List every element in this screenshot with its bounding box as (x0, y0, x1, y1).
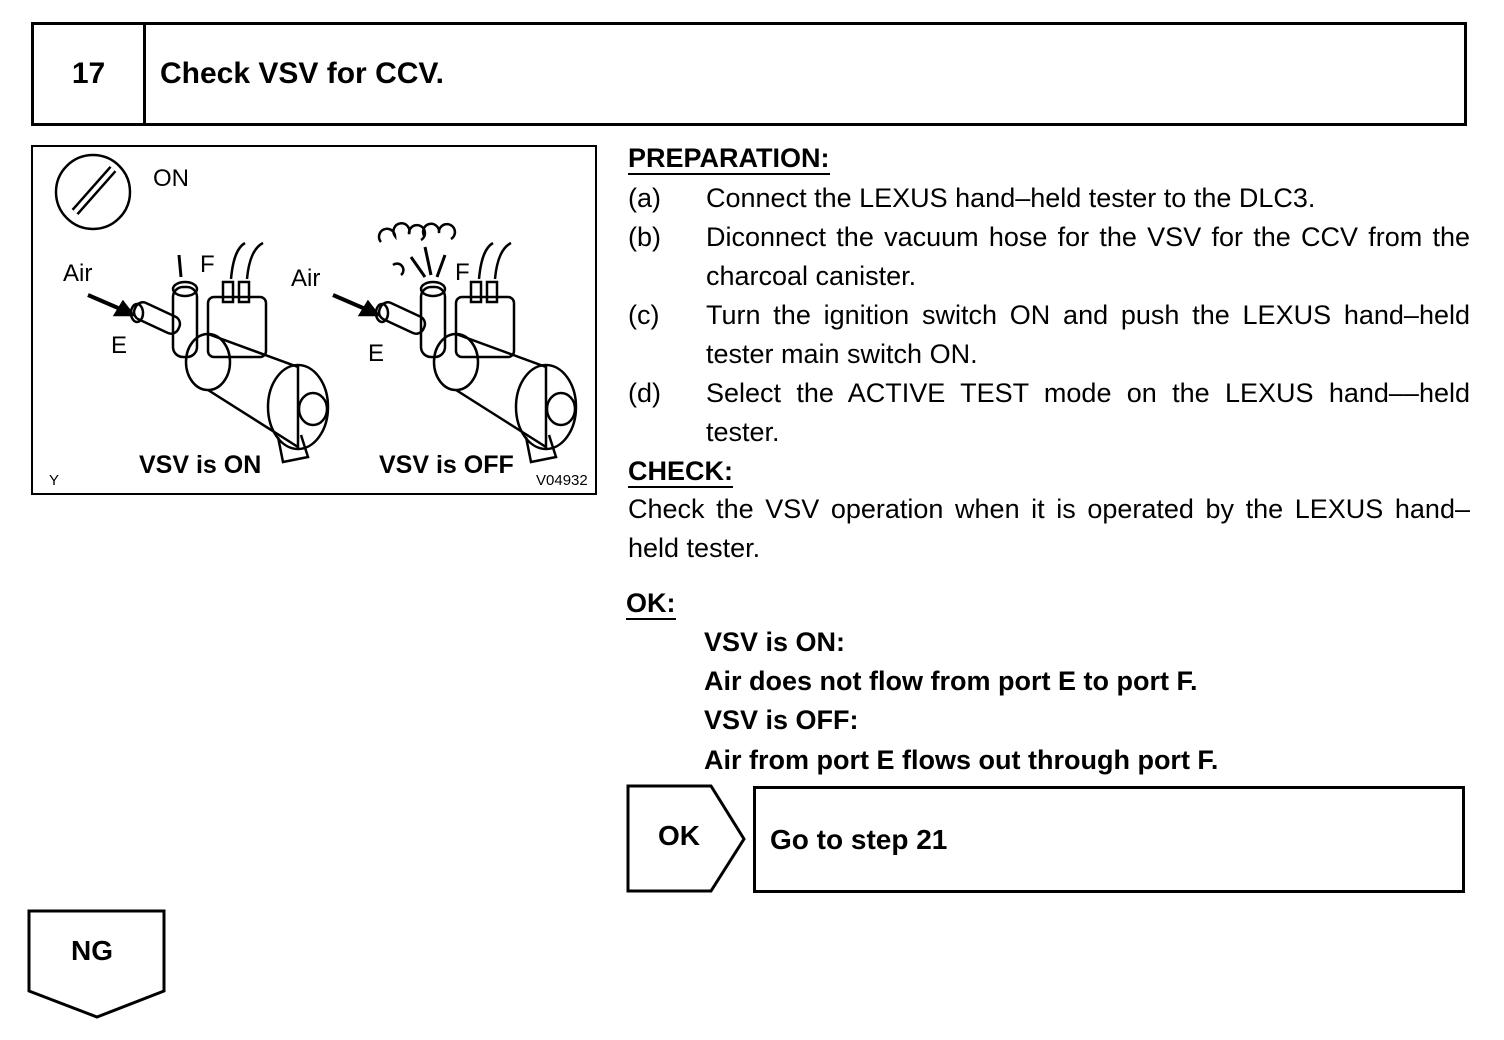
check-text: Check the VSV operation when it is opera… (628, 494, 1470, 563)
step-key: (c) (628, 300, 660, 330)
step-text: Turn the ignition switch ON and push the… (706, 300, 1470, 369)
check-heading: CHECK: (628, 456, 733, 488)
port-f-label-left: F (200, 251, 215, 278)
vsv-off-drawing (332, 222, 578, 464)
port-f-label-right: F (455, 259, 470, 286)
ignition-on-label: ON (153, 165, 189, 192)
ok-line: VSV is OFF: (704, 705, 859, 735)
step-key: (a) (628, 183, 661, 213)
vsv-off-caption: VSV is OFF (379, 451, 514, 479)
step-text: Connect the LEXUS hand–held tester to th… (706, 183, 1316, 213)
ng-branch-arrow: NG (27, 909, 167, 1021)
ok-line: Air does not flow from port E to port F. (704, 666, 1198, 696)
ok-branch-action: Go to step 21 (770, 823, 948, 855)
vsv-drawing (54, 153, 578, 464)
step-key: (b) (628, 222, 661, 252)
right-arrow-box-icon (626, 784, 746, 893)
ok-branch-action-box: Go to step 21 (753, 786, 1465, 893)
down-arrow-box-icon (27, 909, 166, 1019)
ok-branch-label: OK (658, 820, 700, 851)
preparation-heading: PREPARATION: (628, 143, 830, 175)
vsv-on-caption: VSV is ON (139, 451, 262, 479)
vsv-on-drawing (87, 241, 330, 464)
ok-heading: OK: (626, 588, 676, 620)
step-text: Select the ACTIVE TEST mode on the LEXUS… (706, 378, 1470, 447)
ok-line: VSV is ON: (704, 627, 846, 657)
figure-id: V04932 (536, 472, 588, 489)
step-text: Diconnect the vacuum hose for the VSV fo… (706, 222, 1470, 291)
air-label-left: Air (63, 260, 93, 287)
step-number: 17 (34, 25, 146, 123)
ok-line: Air from port E flows out through port F… (704, 745, 1219, 775)
step-key: (d) (628, 378, 661, 408)
air-label-right: Air (291, 265, 321, 292)
step-title: Check VSV for CCV. (160, 57, 444, 90)
ignition-switch-icon (54, 153, 132, 231)
ok-branch-arrow: OK (626, 784, 748, 894)
port-e-label-left: E (111, 332, 128, 359)
ng-branch-label: NG (71, 935, 113, 966)
vsv-illustration: ON Air E F VSV is ON Air E F VSV is OFF … (31, 145, 597, 495)
step-header: 17 Check VSV for CCV. (31, 22, 1467, 126)
corner-code: Y (49, 472, 60, 489)
port-e-label-right: E (368, 340, 385, 367)
